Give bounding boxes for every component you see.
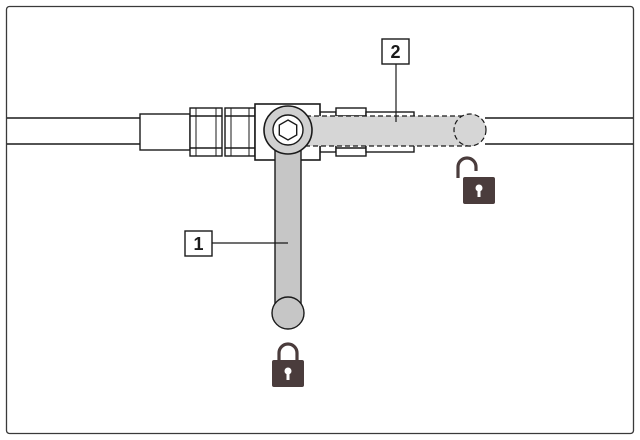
unlocked-padlock-icon bbox=[456, 156, 495, 204]
pipe-left bbox=[7, 117, 140, 145]
pipe-right bbox=[485, 117, 633, 145]
callout-2-label: 2 bbox=[390, 42, 400, 62]
callout-1-label: 1 bbox=[193, 234, 203, 254]
handle-closed-position bbox=[271, 147, 305, 330]
callout-1: 1 bbox=[184, 230, 288, 257]
diagram-frame bbox=[5, 5, 635, 435]
hex-nut-icon bbox=[263, 105, 313, 155]
pipe-sleeve bbox=[139, 113, 191, 151]
hex-nut-body bbox=[224, 107, 256, 157]
handle-open-position bbox=[297, 113, 487, 147]
locked-padlock-icon bbox=[272, 342, 304, 387]
hex-nut-left bbox=[189, 107, 223, 157]
callout-2: 2 bbox=[381, 38, 410, 122]
